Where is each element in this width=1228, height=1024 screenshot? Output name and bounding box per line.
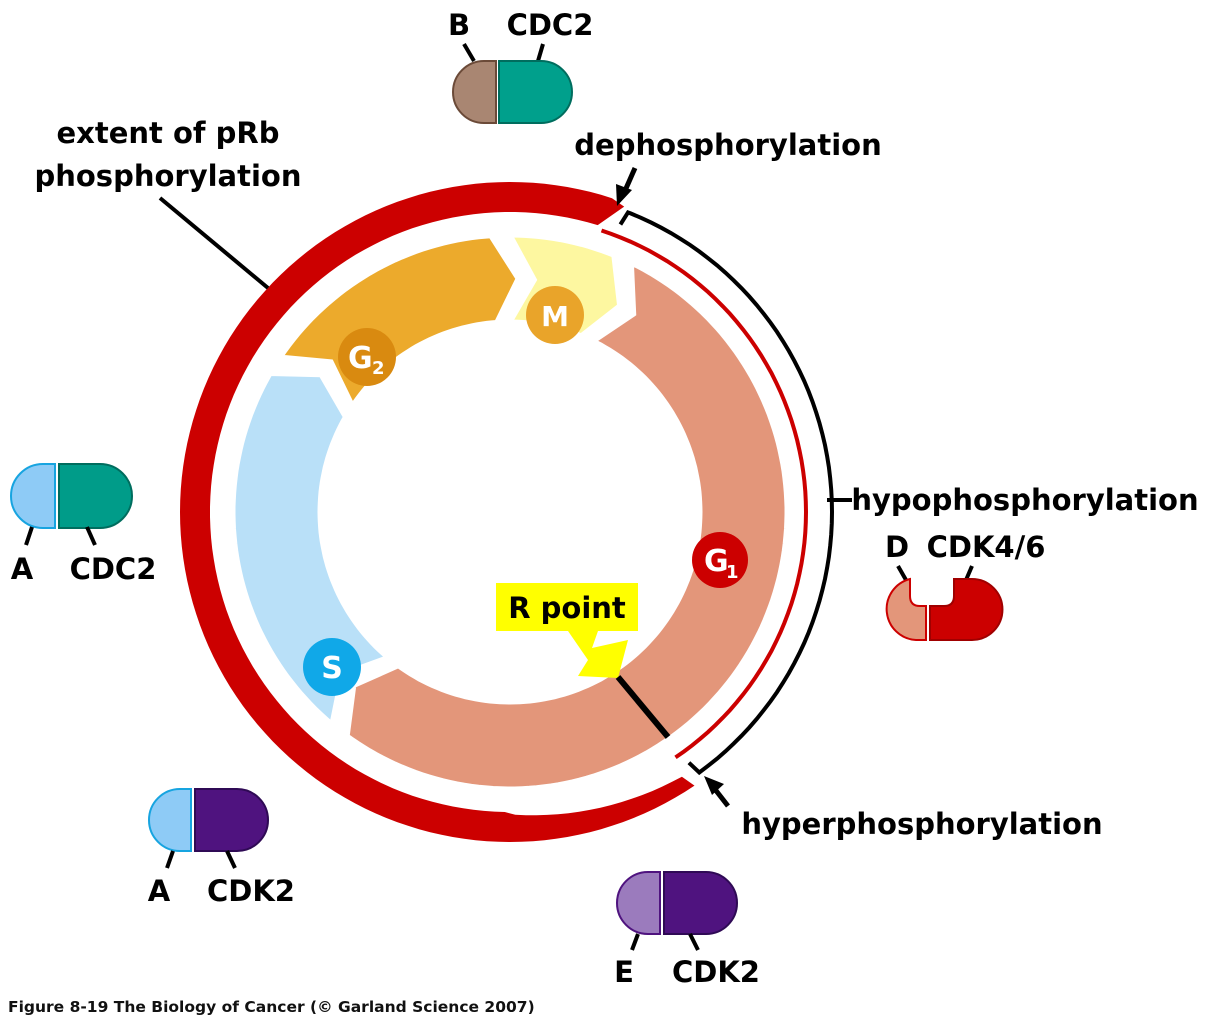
- cdk46-label: CDK4/6: [927, 530, 1046, 564]
- cyclin-a-shape: [148, 788, 192, 852]
- complex-b-cdc2: B CDC2: [448, 8, 594, 124]
- phase-g1-subscript: 1: [726, 562, 739, 583]
- cyclin-a-shape: [10, 463, 56, 529]
- phase-s-badge: S: [303, 638, 361, 696]
- cyclin-a-label: A: [148, 874, 171, 908]
- phase-g2-label: G: [348, 341, 373, 376]
- r-point-box: [496, 583, 638, 631]
- cdc2-leader: [536, 43, 545, 62]
- dephosphorylation-label: dephosphorylation: [574, 128, 881, 162]
- extent-label-line2: phosphorylation: [34, 159, 301, 193]
- cdc2-label: CDC2: [70, 552, 157, 586]
- cyclin-d-leader: [896, 565, 908, 581]
- cdc2-shape: [58, 463, 133, 529]
- cdk46-shape: [929, 578, 1004, 641]
- hyperphosphorylation-arrowhead: [704, 776, 724, 795]
- cyclin-b-label: B: [448, 8, 470, 42]
- complex-d-cdk46: D CDK4/6: [885, 530, 1046, 641]
- phase-g1-label: G: [704, 544, 729, 579]
- complex-a-cdc2: A CDC2: [10, 463, 157, 586]
- cdk2-leader: [688, 933, 700, 951]
- r-point-marker-line: [615, 675, 671, 739]
- cdc2-leader: [85, 526, 97, 546]
- cyclin-d-label: D: [885, 530, 909, 564]
- extent-leader-line: [158, 196, 270, 290]
- phase-s-label: S: [321, 651, 343, 686]
- figure-caption: Figure 8-19 The Biology of Cancer (© Gar…: [8, 998, 535, 1016]
- phase-m-label: M: [541, 300, 569, 333]
- cyclin-e-shape: [616, 871, 661, 935]
- hypophosphorylation-bracket: [618, 209, 835, 776]
- cyclin-e-leader: [630, 933, 640, 951]
- complex-e-cdk2: E CDK2: [614, 871, 760, 989]
- prb-hypophosphorylation-line: [600, 228, 809, 760]
- r-point-arrow: [568, 631, 628, 678]
- phase-g1-badge: G 1: [692, 532, 748, 588]
- dephosphorylation-arrowhead: [616, 184, 632, 206]
- hyperphosphorylation-label: hyperphosphorylation: [741, 807, 1102, 841]
- cdk2-label: CDK2: [207, 874, 295, 908]
- phase-s-segment: [230, 370, 394, 729]
- cyclin-e-label: E: [614, 955, 634, 989]
- phase-g2-subscript: 2: [372, 358, 385, 379]
- cyclin-b-leader: [462, 42, 476, 63]
- complex-a-cdk2: A CDK2: [148, 788, 295, 908]
- cyclin-a-leader: [165, 850, 175, 869]
- phase-m-badge: M: [526, 286, 584, 344]
- extent-label-line1: extent of pRb: [57, 116, 280, 150]
- cyclin-b-shape: [452, 60, 497, 124]
- cyclin-a-label: A: [11, 552, 34, 586]
- phase-g2-badge: G 2: [338, 328, 396, 386]
- cdc2-label: CDC2: [507, 8, 594, 42]
- phase-g1-segment: [344, 258, 790, 792]
- cyclin-a-leader: [24, 526, 34, 546]
- cdk2-leader: [225, 850, 237, 869]
- cdk2-shape: [194, 788, 269, 852]
- cyclin-d-shape: [885, 577, 927, 641]
- r-point-callout: R point: [496, 583, 671, 739]
- cdk2-shape: [663, 871, 738, 935]
- hypophosphorylation-label: hypophosphorylation: [851, 483, 1198, 517]
- cell-cycle-phase-ring: [230, 232, 790, 792]
- r-point-label: R point: [508, 591, 626, 625]
- cdk2-label: CDK2: [672, 955, 760, 989]
- cdc2-shape: [498, 60, 573, 124]
- cdk46-leader: [964, 565, 974, 581]
